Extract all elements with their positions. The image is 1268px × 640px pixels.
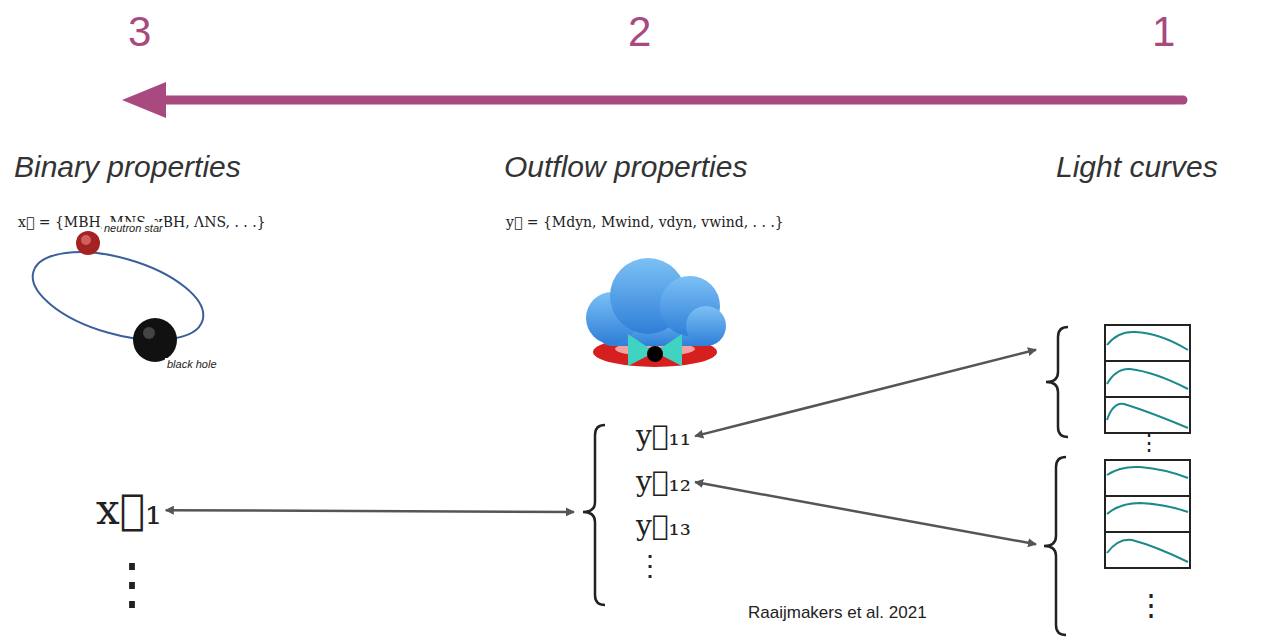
node-text: ⋮ <box>1138 430 1160 455</box>
object-label: neutron star <box>102 222 165 234</box>
outflow-node: y⃗₁₃ <box>636 510 691 542</box>
step-number: 1 <box>1152 8 1175 56</box>
light-curve-group: ⋮ <box>1036 318 1200 456</box>
column-heading: Light curves <box>1056 150 1218 184</box>
parameter-set: y⃗ = {Mdyn, Mwind, vdyn, vwind, . . .} <box>506 214 784 230</box>
column-heading: Binary properties <box>14 150 241 184</box>
curly-brackets <box>583 327 1068 635</box>
outflow-node: y⃗₁₁ <box>636 420 691 452</box>
double-arrow <box>695 482 1036 544</box>
outflow-group: ⋮ y⃗₁₁ y⃗₁₂ y⃗₁₃ <box>574 420 690 610</box>
light-curve-group: ⋮ <box>1036 458 1200 634</box>
double-arrow <box>695 350 1036 436</box>
node-text: y⃗₁₃ <box>636 510 691 542</box>
node-text: ⋮ <box>636 550 664 582</box>
node-text: ⋮ <box>1136 588 1166 623</box>
object-label: black hole <box>165 358 219 370</box>
light-curve-panels <box>1105 325 1190 568</box>
outflow-illustration <box>586 258 726 367</box>
column-heading: Outflow properties <box>504 150 747 184</box>
node-text: y⃗₁₁ <box>636 420 691 452</box>
outflow-node: y⃗₁₂ <box>636 466 691 498</box>
direction-arrow <box>122 82 1183 118</box>
node-text: x⃗₁ <box>96 486 162 534</box>
continuation-dots: ⋮ <box>104 548 160 621</box>
double-arrow <box>166 510 574 512</box>
binary-node: x⃗₁ <box>96 486 162 534</box>
citation: Raaijmakers et al. 2021 <box>748 603 927 623</box>
node-text: y⃗₁₂ <box>636 466 691 498</box>
step-number: 3 <box>128 8 151 56</box>
step-number: 2 <box>628 8 651 56</box>
binary-illustration <box>23 231 213 362</box>
